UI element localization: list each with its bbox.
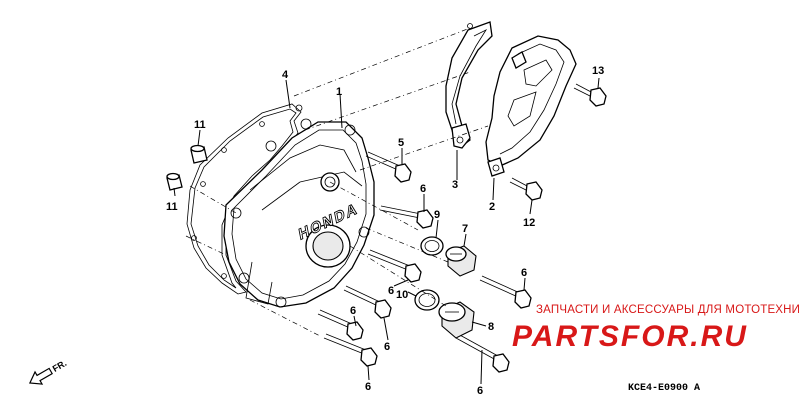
callout-5: 5	[398, 137, 404, 149]
watermark-logo: PARTSFOR.RU	[512, 320, 748, 353]
watermark: ЗАПЧАСТИ И АКСЕССУАРЫ ДЛЯ МОТОТЕХНИКИ PA…	[512, 304, 800, 353]
callout-3: 3	[452, 179, 458, 191]
bolt-6-d	[343, 285, 392, 319]
front-direction-indicator: FR.	[28, 358, 69, 385]
callout-1: 1	[336, 86, 342, 98]
bolt-12	[509, 177, 543, 201]
bolt-6-f	[323, 333, 378, 367]
bolt-6-b	[367, 249, 422, 283]
callout-11-lower: 11	[166, 201, 178, 213]
callout-4: 4	[282, 69, 289, 81]
timing-hole-cap	[445, 245, 477, 277]
callout-6-a: 6	[420, 183, 426, 195]
dowel-pin-lower	[166, 172, 183, 191]
front-direction-arrow-icon	[28, 367, 53, 385]
bolt-6-a	[379, 205, 434, 229]
callout-10: 10	[396, 289, 408, 301]
callout-12: 12	[523, 217, 535, 229]
sprocket-guard-outer	[485, 35, 577, 177]
bolt-13	[573, 83, 607, 107]
callout-7: 7	[462, 223, 468, 235]
callout-6-f: 6	[365, 381, 371, 393]
callout-6-b: 6	[521, 267, 527, 279]
left-crankcase-cover: HONDA	[223, 118, 375, 308]
bolt-6-e	[317, 309, 364, 341]
callout-6-d: 6	[350, 305, 356, 317]
callout-2: 2	[489, 201, 495, 213]
callout-9: 9	[434, 209, 440, 221]
watermark-tagline: ЗАПЧАСТИ И АКСЕССУАРЫ ДЛЯ МОТОТЕХНИКИ	[536, 304, 800, 316]
leader-lines	[173, 77, 600, 385]
callout-6-c: 6	[388, 285, 394, 297]
bolt-6-c	[479, 275, 532, 309]
crankshaft-hole-cap	[438, 301, 475, 339]
callout-6-g: 6	[477, 385, 483, 397]
o-ring-10	[414, 289, 440, 311]
callout-13: 13	[592, 65, 604, 77]
alignment-lines	[185, 27, 489, 337]
bolt-6-g	[455, 333, 510, 373]
diagram-part-code: KCE4-E0900 A	[628, 383, 700, 394]
sprocket-guard-inner	[445, 21, 493, 149]
dowel-pin-upper	[190, 144, 208, 164]
o-ring-9	[420, 236, 444, 256]
callout-8: 8	[488, 321, 494, 333]
callout-11-upper: 11	[194, 119, 206, 131]
front-label: FR.	[51, 358, 69, 374]
callout-labels: 4 1 11 11 5 3 2 13 12 6 9 7 6 6 10 8 6 6…	[166, 65, 604, 397]
callout-6-e: 6	[384, 341, 390, 353]
bolt-5	[365, 151, 412, 183]
